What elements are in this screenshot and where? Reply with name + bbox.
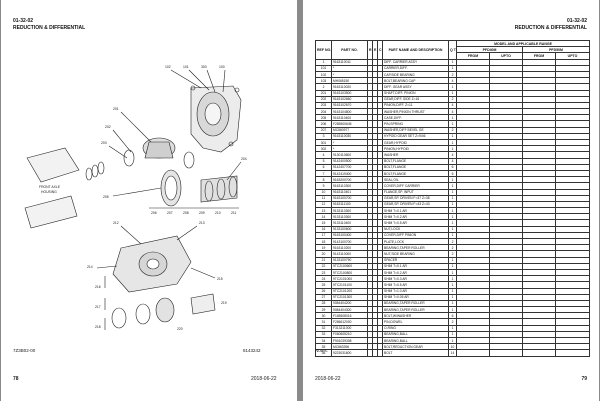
left-page: 01-32-02 REDUCTION & DIFFERENTIAL xyxy=(1,0,297,401)
callout-208: 208 xyxy=(183,211,189,215)
callout-213: 213 xyxy=(199,221,205,225)
callout-102: 102 xyxy=(165,65,171,69)
front-axle-label: FRONT AXLE xyxy=(39,185,61,189)
callout-214: 214 xyxy=(87,265,93,269)
page-date: 2018-06-22 xyxy=(315,376,341,382)
page-date: 2018-06-22 xyxy=(251,376,277,382)
callout-205: 205 xyxy=(103,195,109,199)
figure-id: 7Z3B02-00 xyxy=(13,348,36,353)
cell-name: BOLT xyxy=(382,349,449,357)
callout-217: 217 xyxy=(95,305,101,309)
exploded-parts-diagram: 102 101 300 100 201 202 203 204 205 206 … xyxy=(24,65,247,331)
callout-219: 219 xyxy=(221,301,227,305)
cell-part-no: 9223031600 xyxy=(331,349,368,357)
cell-from-a xyxy=(456,349,490,357)
callout-212: 212 xyxy=(113,221,119,225)
callout-101: 101 xyxy=(183,65,189,69)
callout-210: 210 xyxy=(215,211,221,215)
callout-100: 100 xyxy=(219,65,225,69)
cell-from-b xyxy=(522,349,556,357)
callout-207: 207 xyxy=(167,211,173,215)
front-axle-label-2: HOUSING xyxy=(41,190,57,194)
page-number: 79 xyxy=(581,376,587,382)
cell-upto-a xyxy=(489,349,523,357)
cell-upto-b xyxy=(554,349,591,357)
page-number: 78 xyxy=(13,376,19,382)
section-title: REDUCTION & DIFFERENTIAL xyxy=(514,25,587,31)
table-row: 101*CARRIER,DIFF.1 xyxy=(315,64,591,72)
callout-labels: 102 101 300 100 201 202 203 204 205 206 … xyxy=(87,65,247,331)
callout-209: 209 xyxy=(199,211,205,215)
notes-label: Notes: xyxy=(315,348,329,353)
callout-300: 300 xyxy=(201,65,207,69)
callout-211: 211 xyxy=(231,211,237,215)
cell-qty: 14 xyxy=(448,349,457,357)
col-name: PART NAME AND DESCRIPTION xyxy=(382,40,449,60)
callout-220: 220 xyxy=(177,327,183,331)
section-code: 01-32-02 xyxy=(566,18,587,24)
callout-216: 216 xyxy=(95,285,101,289)
section-code: 01-32-02 xyxy=(13,18,34,24)
callout-218: 218 xyxy=(95,325,101,329)
col-ref: REF NO. xyxy=(315,40,332,60)
callout-215: 215 xyxy=(217,277,223,281)
parts-table: REF NO. PART NO. R E C PART NAME AND DES… xyxy=(315,39,591,357)
callout-201: 201 xyxy=(113,107,119,111)
figure-ref: 8143242 xyxy=(243,348,261,353)
right-page: 01-32-02 REDUCTION & DIFFERENTIAL REF NO… xyxy=(303,0,599,401)
callout-203: 203 xyxy=(101,141,107,145)
col-qty: Q T Y xyxy=(448,40,457,60)
callout-204: 204 xyxy=(241,157,247,161)
callout-202: 202 xyxy=(105,125,111,129)
section-title: REDUCTION & DIFFERENTIAL xyxy=(13,25,86,31)
callout-206: 206 xyxy=(151,211,157,215)
col-part-no: PART NO. xyxy=(331,40,368,60)
